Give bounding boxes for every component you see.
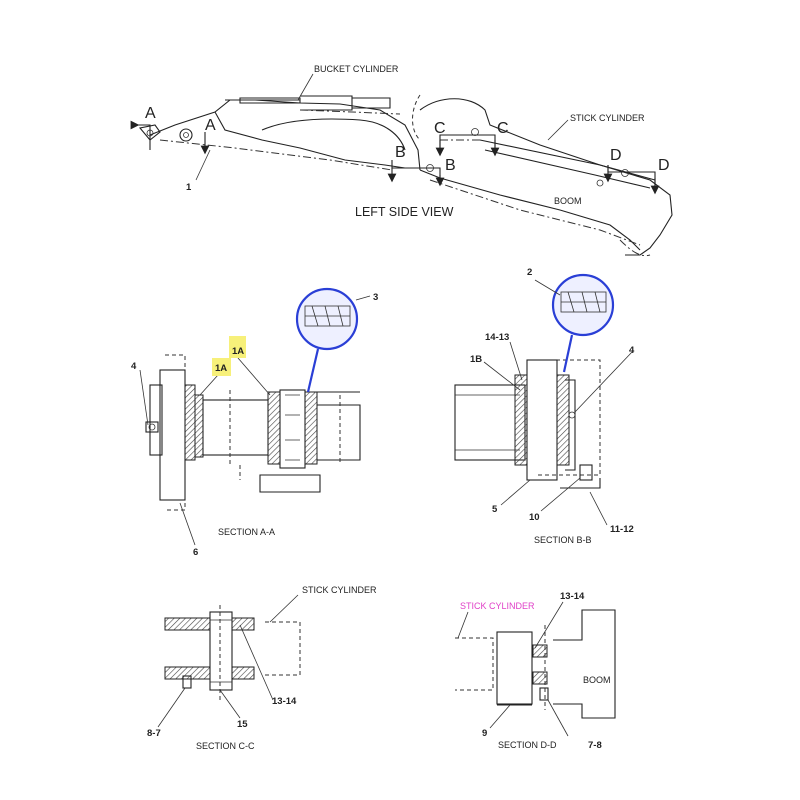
callout-1: 1 [186,182,192,193]
callout-4-aa: 4 [131,361,137,372]
section-aa: 1A 1A 3 4 6 SECTION A-A [131,287,378,558]
detail-circle-2 [551,273,615,337]
highlight-1a-lower [212,358,231,376]
callout-3: 3 [373,292,378,303]
section-letter-a-left: A [145,105,156,122]
section-dd-title: SECTION D-D [498,740,557,750]
stick-cylinder-label-cc: STICK CYLINDER [302,585,377,595]
section-letter-b-right: B [445,157,456,174]
callout-13-14-cc: 13-14 [272,696,297,707]
callout-2: 2 [527,267,532,278]
callout-13-14-dd: 13-14 [560,591,585,602]
section-bb: 2 14-13 1B 4 5 10 11-12 SECTION B-B [454,267,635,545]
callout-4-bb: 4 [629,345,635,356]
stick-cylinder-label-dd: STICK CYLINDER [460,601,535,611]
section-bb-title: SECTION B-B [534,535,592,545]
section-letter-b-left: B [395,144,406,161]
boom-label-dd: BOOM [583,675,611,685]
callout-7-8: 7-8 [588,740,602,751]
callout-6: 6 [193,547,198,558]
stick-cylinder-label-top: STICK CYLINDER [570,113,645,123]
section-dd: STICK CYLINDER 13-14 BOOM 9 7-8 SECTION … [455,591,616,751]
section-aa-title: SECTION A-A [218,527,275,537]
section-letter-a-right: A [205,117,216,134]
callout-14-13-bb: 14-13 [485,332,509,343]
section-letter-c-right: C [497,120,509,137]
section-cc-title: SECTION C-C [196,741,255,751]
boom-label-top: BOOM [554,196,582,206]
stick-outline [149,99,421,171]
detail-circle-3 [295,287,359,351]
section-cc: STICK CYLINDER 13-14 8-7 15 SECTION C-C [147,585,377,751]
left-side-view: A A B B C C D D BUCKET CYLINDER STICK CY… [130,64,673,257]
section-letter-c-left: C [434,120,446,137]
section-letter-d-right: D [658,157,670,174]
callout-8-7: 8-7 [147,728,161,739]
callout-15: 15 [237,719,248,730]
callout-5: 5 [492,504,498,515]
callout-1b: 1B [470,354,482,365]
bucket-cylinder-body [225,95,391,111]
callout-11-12: 11-12 [610,524,634,535]
callout-9: 9 [482,728,487,739]
callout-1a-upper: 1A [232,346,244,357]
callout-10: 10 [529,512,540,523]
section-letter-d-left: D [610,147,622,164]
callout-1a-lower: 1A [215,363,227,374]
bucket-cylinder-label: BUCKET CYLINDER [314,64,399,74]
view-title: LEFT SIDE VIEW [355,205,454,219]
stick-cylinder-body [479,139,656,189]
highlight-1a-upper [229,336,246,358]
boom-outline [419,98,673,256]
